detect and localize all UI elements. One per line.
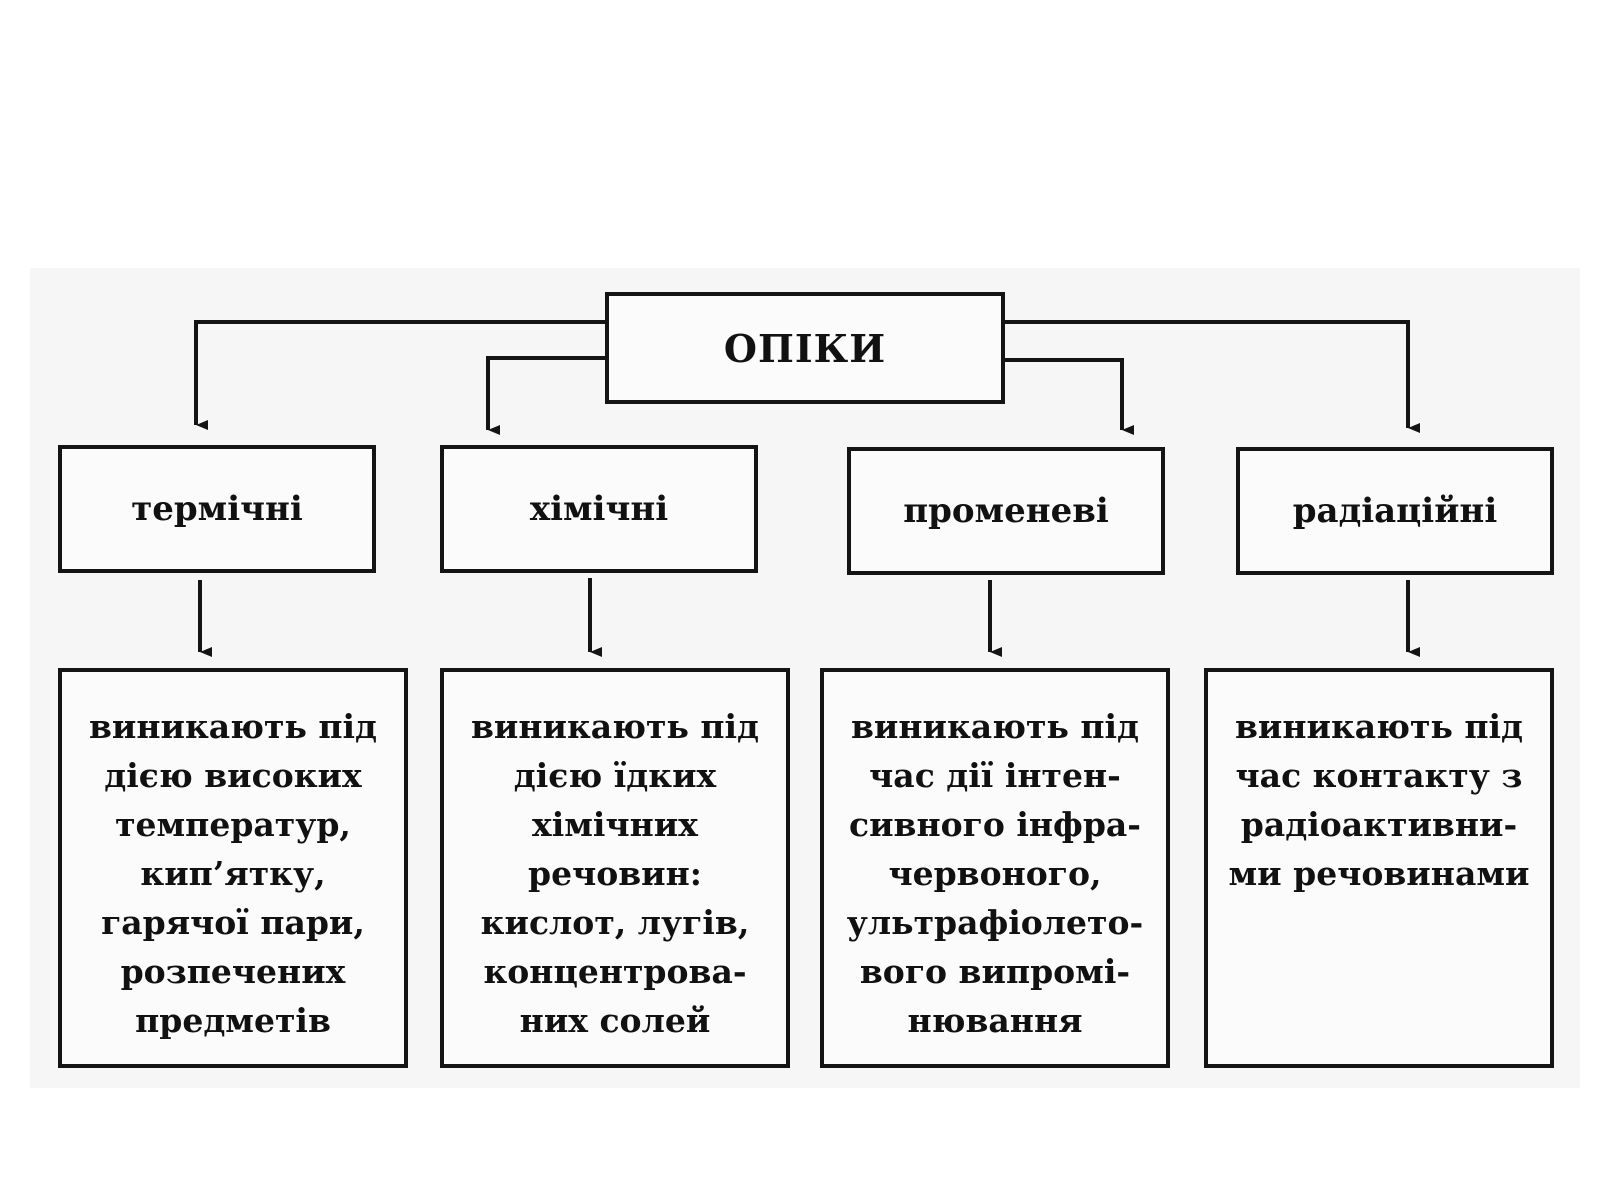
description-box-thermal: виникають під дією високих температур, к… (58, 668, 408, 1068)
description-line: сивного інфра- (848, 805, 1141, 844)
description-line: предметів (135, 1001, 331, 1040)
description-line: ультрафіолето- (846, 903, 1144, 942)
description-line: виникають під (470, 707, 760, 746)
description-line: нювання (907, 1001, 1083, 1040)
description-line: червоного, (888, 854, 1102, 893)
category-label-radiant: променеві (903, 491, 1109, 531)
arrow-root-to-radiation (1005, 320, 1420, 433)
description-line: ми речовинами (1228, 854, 1530, 893)
category-box-radiation: радіаційні (1236, 447, 1554, 575)
description-line: розпечених (120, 952, 346, 991)
root-label: ОПІКИ (723, 325, 887, 371)
description-line: дією високих (104, 756, 362, 795)
description-line: вого випромі- (859, 952, 1131, 991)
description-text-chemical: виникають під дією їдких хімічних речови… (471, 702, 759, 1045)
category-label-thermal: термічні (131, 489, 303, 529)
description-box-radiation: виникають під час контакту з радіоактивн… (1204, 668, 1554, 1068)
category-label-radiation: радіаційні (1292, 491, 1498, 531)
category-box-chemical: хімічні (440, 445, 758, 573)
arrow-root-to-thermal (194, 320, 605, 430)
description-box-chemical: виникають під дією їдких хімічних речови… (440, 668, 790, 1068)
root-node: ОПІКИ (605, 292, 1005, 404)
description-line: температур, (115, 805, 351, 844)
arrow-root-to-chemical (486, 356, 605, 435)
description-line: хімічних (532, 805, 698, 844)
description-text-radiant: виникають під час дії інтен- сивного інф… (847, 702, 1143, 1045)
description-line: час контакту з (1235, 756, 1523, 795)
description-line: кислот, лугів, (480, 903, 750, 942)
arrow-root-to-radiant (1005, 358, 1134, 435)
description-line: кип’ятку, (140, 854, 326, 893)
category-box-radiant: променеві (847, 447, 1165, 575)
description-line: концентрова- (483, 952, 747, 991)
description-line: гарячої пари, (101, 903, 365, 942)
description-line: час дії інтен- (869, 756, 1121, 795)
description-line: них солей (519, 1001, 711, 1040)
category-label-chemical: хімічні (529, 489, 669, 529)
category-box-thermal: термічні (58, 445, 376, 573)
description-line: дією їдких (513, 756, 717, 795)
description-line: виникають під (850, 707, 1140, 746)
description-line: радіоактивни- (1240, 805, 1518, 844)
description-text-thermal: виникають під дією високих температур, к… (89, 702, 377, 1045)
description-line: виникають під (88, 707, 378, 746)
description-text-radiation: виникають під час контакту з радіоактивн… (1229, 702, 1530, 898)
description-box-radiant: виникають під час дії інтен- сивного інф… (820, 668, 1170, 1068)
description-line: виникають під (1234, 707, 1524, 746)
description-line: речовин: (528, 854, 702, 893)
